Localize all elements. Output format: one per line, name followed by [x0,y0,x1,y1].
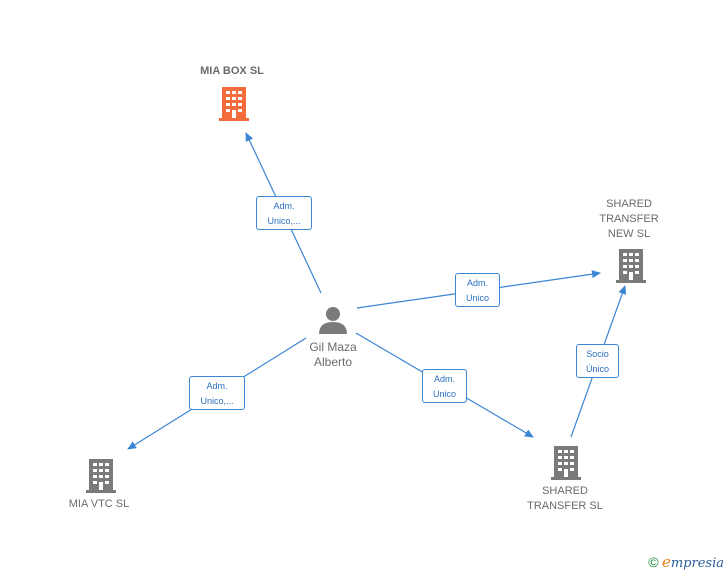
person-icon[interactable] [319,307,347,334]
node-label-mia-vtc[interactable]: MIA VTC SL [68,498,130,510]
node-label-shared-transfer-new[interactable]: SHARED TRANSFER NEW SL [599,198,659,240]
node-label-shared-transfer[interactable]: SHARED TRANSFER SL [527,485,603,512]
brand-initial: e [661,553,671,571]
edge-label-to-shared-transfer[interactable]: Adm. Unico [422,369,467,403]
edge-label-socio[interactable]: Socio Único [576,344,619,378]
edge-label-to-mia-box[interactable]: Adm. Unico,... [256,196,312,230]
node-label-mia-box[interactable]: MIA BOX SL [200,65,264,77]
brand-watermark: © empresia [648,553,724,571]
edge-label-to-shared-transfer-new[interactable]: Adm. Unico [455,273,500,307]
copyright-symbol: © [648,554,659,570]
edge-label-to-mia-vtc[interactable]: Adm. Unico,... [189,376,245,410]
brand-name: mpresia [670,556,724,571]
building-icon[interactable] [219,87,249,121]
building-icon[interactable] [86,459,116,493]
node-label-center-person[interactable]: Gil Maza Alberto [309,340,357,369]
building-icon[interactable] [551,446,581,480]
building-icon[interactable] [616,249,646,283]
